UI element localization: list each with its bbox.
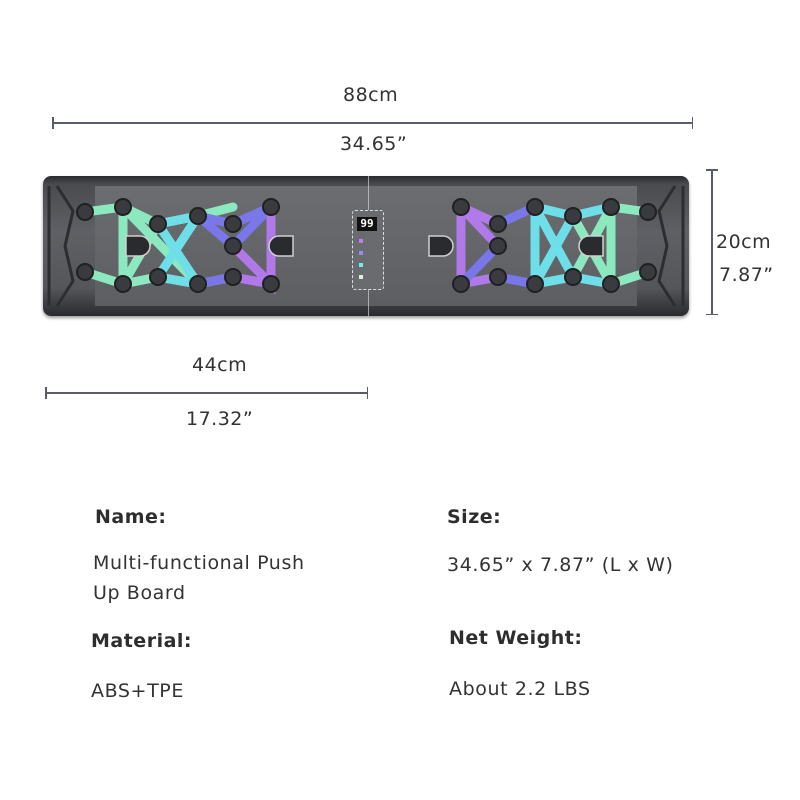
name-value-line2: Up Board xyxy=(93,582,186,604)
length-cm-label: 88cm xyxy=(343,84,399,106)
push-up-board-image: 99 xyxy=(43,176,689,316)
name-label: Name: xyxy=(95,506,167,528)
net-weight-value: About 2.2 LBS xyxy=(449,678,591,700)
width-dimension-line xyxy=(706,169,718,315)
board-pattern-icon xyxy=(47,185,685,307)
half-length-inches-label: 17.32” xyxy=(186,408,254,430)
size-label: Size: xyxy=(447,506,502,528)
led-indicator xyxy=(359,251,363,255)
led-indicator xyxy=(359,239,363,243)
half-length-cm-label: 44cm xyxy=(192,354,248,376)
counter-lcd: 99 xyxy=(357,217,377,231)
width-inches-label: 7.87” xyxy=(719,264,774,286)
material-value: ABS+TPE xyxy=(91,680,184,702)
length-inches-label: 34.65” xyxy=(340,133,408,155)
counter-display: 99 xyxy=(352,210,384,290)
size-value: 34.65” x 7.87” (L x W) xyxy=(447,554,674,576)
led-indicator xyxy=(359,275,363,279)
led-indicator xyxy=(359,263,363,267)
length-dimension-line xyxy=(52,117,693,129)
net-weight-label: Net Weight: xyxy=(449,627,583,649)
name-value-line1: Multi-functional Push xyxy=(93,552,305,574)
material-label: Material: xyxy=(91,630,193,652)
width-cm-label: 20cm xyxy=(716,231,772,253)
half-length-dimension-line xyxy=(45,387,368,399)
